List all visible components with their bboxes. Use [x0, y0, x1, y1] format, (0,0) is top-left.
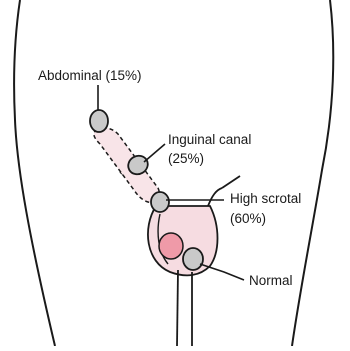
label-normal: Normal	[249, 272, 293, 290]
groin-crease-right	[222, 176, 240, 188]
leader-inguinal	[144, 144, 165, 162]
testis-abdominal	[90, 110, 108, 132]
torso-right-outline	[292, 0, 333, 346]
leader-normal	[200, 264, 244, 280]
testis-normal	[183, 248, 203, 270]
label-high-scrotal-percent: (60%)	[230, 210, 266, 228]
label-high-scrotal: High scrotal	[230, 190, 301, 208]
label-abdominal: Abdominal (15%)	[38, 67, 142, 85]
inguinal-canal	[94, 128, 159, 202]
label-inguinal-canal: Inguinal canal	[168, 131, 251, 149]
label-inguinal-canal-percent: (25%)	[168, 150, 204, 168]
groin-line-right	[208, 188, 222, 206]
testis-high-scrotal	[151, 192, 169, 212]
torso-left-outline	[14, 0, 55, 346]
penis-left-outline	[177, 270, 178, 346]
scrotal-testis-pink	[159, 233, 183, 259]
